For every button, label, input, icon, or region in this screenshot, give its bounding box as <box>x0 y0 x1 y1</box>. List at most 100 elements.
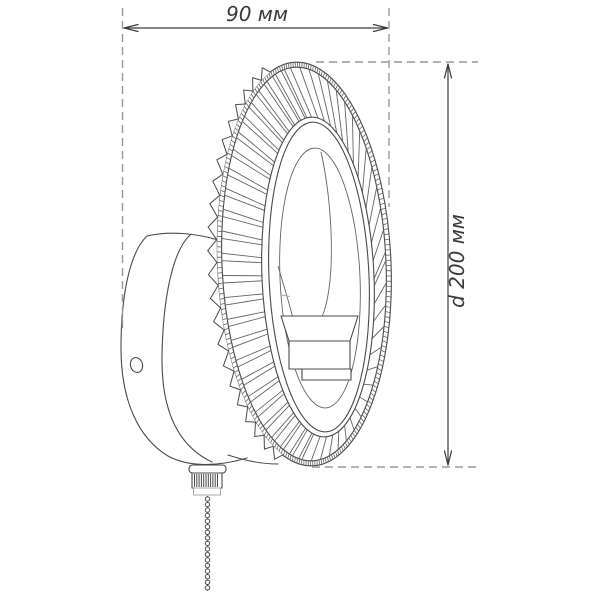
pleat-line <box>262 401 289 427</box>
rim-hatch-line <box>358 420 363 426</box>
rim-hatch-line <box>235 373 241 378</box>
pleat-line <box>373 260 387 286</box>
rim-hatch-line <box>248 405 253 410</box>
rim-hatch-line <box>342 444 346 450</box>
rim-hatch-line <box>259 425 264 430</box>
rim-hatch-line <box>360 417 365 423</box>
rim-hatch-line <box>366 146 371 150</box>
rim-hatch-line <box>379 202 385 206</box>
pleat-line <box>363 383 374 386</box>
chain-bead <box>204 535 211 541</box>
rim-hatch-line <box>360 129 365 134</box>
pleat-line <box>359 396 368 403</box>
rim-hatch-line <box>322 458 325 464</box>
rim-hatch-line <box>245 102 250 108</box>
pleat-line <box>221 230 263 241</box>
pleat-line <box>227 174 268 195</box>
pleat-line <box>337 431 340 450</box>
rim-hatch-line <box>258 83 262 89</box>
chain-bead <box>204 524 211 530</box>
pleat-line <box>289 427 306 455</box>
rim-hatch-line <box>217 282 224 284</box>
rim-hatch <box>216 62 392 466</box>
rim-hatch-line <box>224 332 230 336</box>
rim-hatch-line <box>385 249 391 251</box>
rim-hatch-line <box>369 396 374 401</box>
rim-hatch-line <box>382 335 388 339</box>
chain-bead <box>204 496 211 502</box>
rim-hatch-line <box>230 139 236 144</box>
pleat-line <box>299 67 319 119</box>
shade-tooth <box>243 89 253 105</box>
rim-hatch-line <box>335 84 339 90</box>
rim-hatch-line <box>265 433 269 439</box>
rim-hatch-line <box>222 318 228 321</box>
rim-hatch-line <box>382 340 388 343</box>
pleat-line <box>365 166 373 209</box>
rim-hatch-line <box>337 87 341 92</box>
rim-hatch-line <box>364 141 370 146</box>
pleat-line <box>275 73 302 121</box>
rim-hatch-line <box>385 311 391 313</box>
rim-hatch-line <box>307 64 310 70</box>
rim-hatch-line <box>241 390 246 395</box>
pleat-line <box>236 137 274 167</box>
chain-bead <box>204 585 211 591</box>
rim-hatch-line <box>353 429 358 435</box>
rim-hatch-line <box>263 430 267 436</box>
rim-hatch-line <box>337 449 340 455</box>
chain-bead <box>204 579 211 585</box>
pleat-line <box>319 436 327 460</box>
rim-hatch-line <box>324 74 328 80</box>
pleat-line <box>222 280 263 284</box>
rim-hatch-line <box>372 384 378 389</box>
rim-hatch-line <box>223 170 229 174</box>
rim-hatch-line <box>261 427 266 433</box>
rim-hatch-line <box>371 164 377 168</box>
rim-hatch-line <box>216 235 222 238</box>
rim-hatch-line <box>218 199 225 203</box>
pleat-line <box>225 298 264 306</box>
rim-hatch-line <box>327 456 329 462</box>
shade-tooth <box>252 77 262 92</box>
shade-tooth <box>213 307 225 331</box>
pleat-line <box>228 167 268 191</box>
chain-bead <box>204 557 211 563</box>
pleat-line <box>308 69 325 122</box>
pleat-line <box>373 251 386 279</box>
rim-hatch-line <box>376 372 381 376</box>
rim-hatch-line <box>294 457 296 463</box>
rim-hatch-line <box>218 287 224 290</box>
chain-bead <box>204 501 211 508</box>
rim-hatch-line <box>320 70 323 76</box>
pleat-line <box>266 81 296 126</box>
pleat-line <box>221 237 262 246</box>
socket-box-base <box>301 368 352 381</box>
rim-hatch-line <box>247 99 251 105</box>
rim-hatch-line <box>218 292 224 295</box>
rim-hatch-line <box>274 443 277 448</box>
rim-hatch-line <box>378 363 383 367</box>
rim-hatch-line <box>223 327 229 331</box>
rim-hatch-line <box>312 65 314 71</box>
rim-hatch-line <box>216 230 222 233</box>
pleat-line <box>248 106 283 144</box>
rim-hatch-line <box>222 175 228 179</box>
pleat-line <box>224 293 263 299</box>
pleat-line <box>221 252 262 259</box>
rim-hatch-line <box>384 321 390 324</box>
rim-hatch-line <box>363 411 368 416</box>
rim-hatch-line <box>366 404 371 409</box>
rim-hatch-line <box>377 187 383 191</box>
pleat-line <box>272 76 300 122</box>
rim-hatch-line <box>296 458 298 464</box>
rim-hatch-line <box>386 295 392 298</box>
shade-tooth <box>229 371 241 391</box>
rim-hatch-line <box>383 228 389 231</box>
rim-hatch-line <box>318 459 320 465</box>
rim-hatch-line <box>226 156 231 161</box>
rim-hatch-line <box>353 114 358 120</box>
wall-plate-outer-edge <box>120 235 248 466</box>
